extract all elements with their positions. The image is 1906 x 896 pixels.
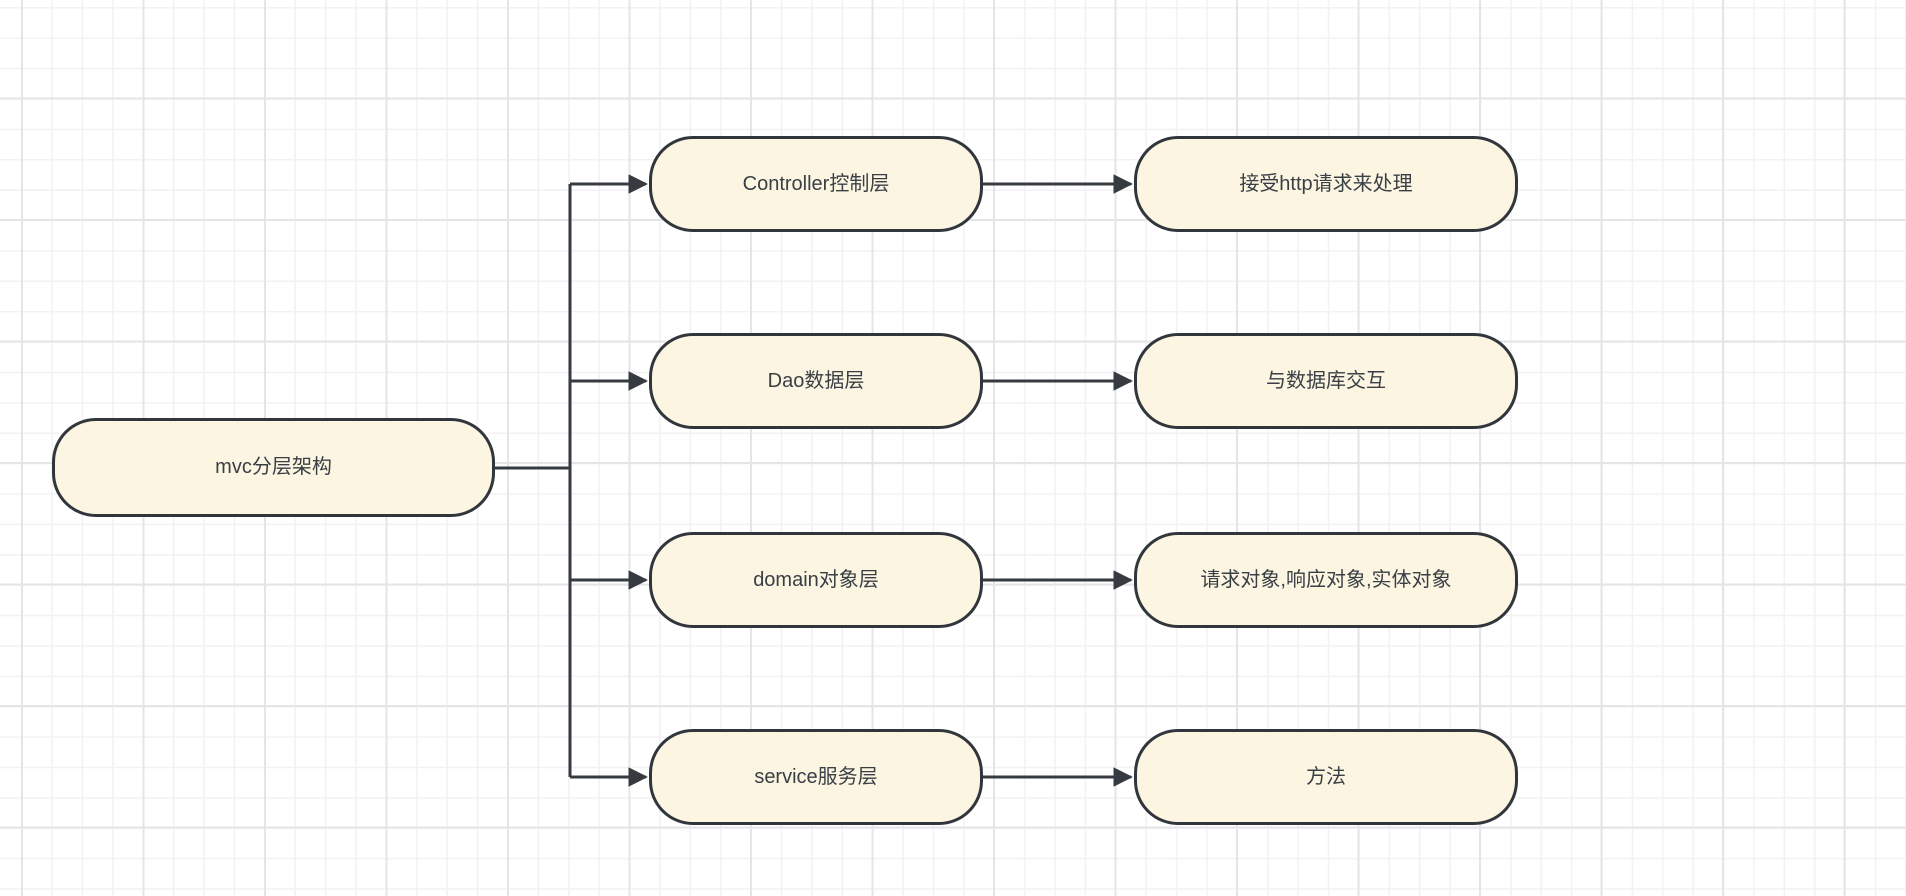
node-label: mvc分层架构 (215, 456, 332, 478)
node-label: 方法 (1306, 765, 1346, 788)
node-label: 与数据库交互 (1266, 369, 1386, 392)
node-desc-dao[interactable]: 与数据库交互 (1134, 333, 1518, 429)
node-label: Controller控制层 (742, 172, 890, 195)
node-desc-domain[interactable]: 请求对象,响应对象,实体对象 (1134, 532, 1518, 628)
node-desc-service[interactable]: 方法 (1134, 729, 1518, 825)
node-label: service服务层 (754, 765, 878, 788)
node-desc-controller[interactable]: 接受http请求来处理 (1134, 136, 1518, 232)
node-layer-dao[interactable]: Dao数据层 (649, 333, 983, 429)
node-label: domain对象层 (753, 568, 879, 591)
node-label: Dao数据层 (767, 369, 865, 392)
node-layer-domain[interactable]: domain对象层 (649, 532, 983, 628)
node-layer-controller[interactable]: Controller控制层 (649, 136, 983, 232)
node-mvc-root[interactable]: mvc分层架构 (52, 418, 495, 517)
node-label: 请求对象,响应对象,实体对象 (1200, 568, 1452, 591)
node-layer-service[interactable]: service服务层 (649, 729, 983, 825)
node-label: 接受http请求来处理 (1239, 172, 1413, 195)
